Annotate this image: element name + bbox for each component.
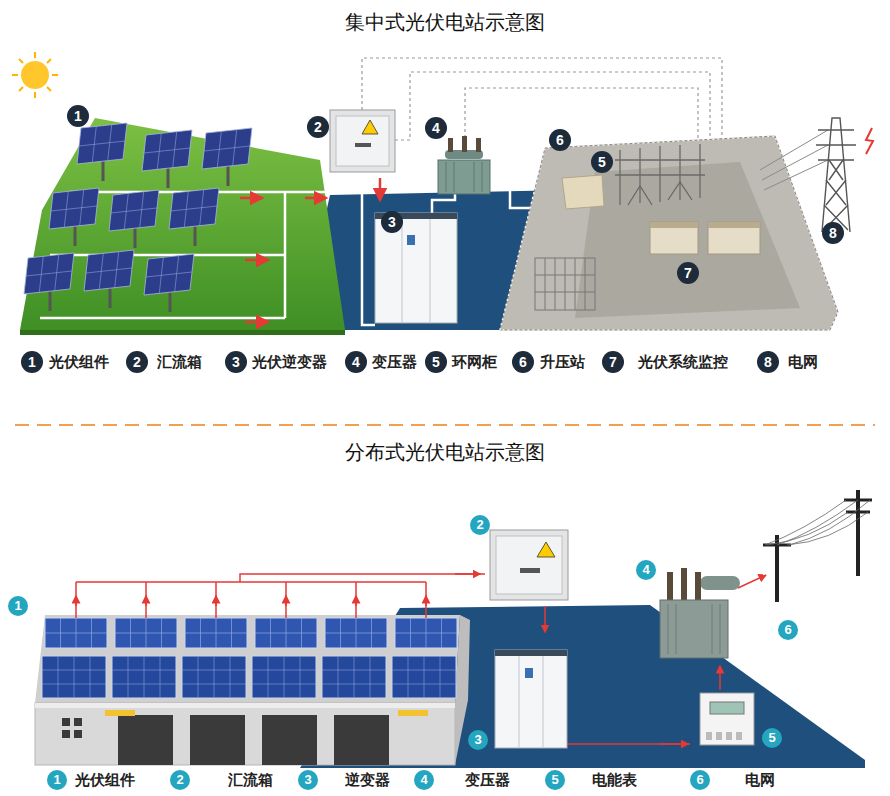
legend-text: 变压器 — [465, 771, 510, 790]
legend-text: 光伏逆变器 — [252, 353, 327, 372]
legend-text: 汇流箱 — [228, 771, 273, 790]
callout-number: 2 — [170, 770, 190, 790]
callout-number: 8 — [757, 351, 779, 373]
callout-number: 4 — [636, 560, 656, 580]
callout-number: 3 — [381, 211, 403, 233]
legend-text: 汇流箱 — [157, 353, 202, 372]
callout-number: 5 — [762, 728, 782, 748]
callout-number: 1 — [21, 351, 43, 373]
callout-number: 4 — [414, 770, 434, 790]
callout-number: 8 — [822, 222, 844, 244]
callout-number: 3 — [468, 730, 488, 750]
legend-text: 升压站 — [540, 353, 585, 372]
callout-number: 1 — [8, 596, 28, 616]
callout-number: 6 — [778, 620, 798, 640]
callout-number: 6 — [549, 129, 571, 151]
callout-number: 5 — [545, 770, 565, 790]
callout-number: 2 — [470, 515, 490, 535]
legend-text: 光伏系统监控 — [638, 353, 728, 372]
callout-number: 2 — [126, 351, 148, 373]
callout-number: 7 — [602, 351, 624, 373]
callout-number: 1 — [47, 770, 67, 790]
legend-text: 逆变器 — [345, 771, 390, 790]
callout-number: 3 — [225, 351, 247, 373]
legend-text: 光伏组件 — [75, 771, 135, 790]
callout-number: 2 — [307, 116, 329, 138]
callout-number: 1 — [67, 105, 89, 127]
legend-text: 光伏组件 — [49, 353, 109, 372]
callout-number: 5 — [591, 151, 613, 173]
callout-number: 3 — [298, 770, 318, 790]
callout-number: 4 — [345, 351, 367, 373]
diagram-title: 集中式光伏电站示意图 — [345, 9, 545, 36]
legend-text: 电网 — [788, 353, 818, 372]
legend-text: 环网柜 — [452, 353, 497, 372]
legend-text: 电能表 — [592, 771, 637, 790]
callout-number: 4 — [425, 117, 447, 139]
callout-number: 7 — [677, 262, 699, 284]
callout-number: 5 — [425, 351, 447, 373]
callout-number: 6 — [512, 351, 534, 373]
legend-text: 变压器 — [372, 353, 417, 372]
callout-number: 6 — [690, 770, 710, 790]
legend-text: 电网 — [745, 771, 775, 790]
section-heading: 分布式光伏电站示意图 — [345, 439, 545, 466]
